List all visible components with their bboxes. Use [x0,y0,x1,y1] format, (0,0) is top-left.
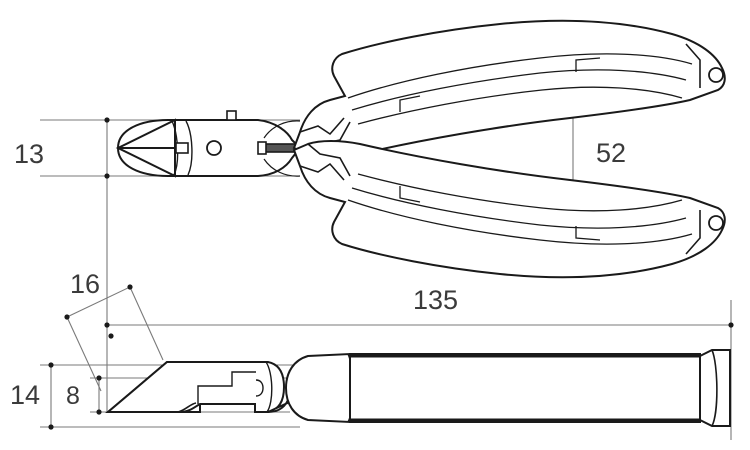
side-view-group [115,19,726,279]
jaw-body-top [105,361,286,413]
dot-13-bottom [104,173,110,179]
dimension-lines-group [40,27,732,440]
joint-arc-upper [263,120,301,139]
lower-handle-grip-step [399,186,421,203]
dim-label-8: 8 [66,382,80,410]
upper-handle-eyelet [708,67,724,83]
dim-label-13: 13 [14,139,44,169]
pivot-bolt-collar [257,141,267,155]
dot-13-top [104,117,110,123]
pivot-rivet-circle [206,140,222,156]
dot-8-bottom [96,409,102,415]
dim-label-14: 14 [10,380,40,410]
cutting-edge-notch [175,142,189,154]
jaw-pin-oval [255,379,264,397]
dot-14-top [48,362,54,368]
lower-handle-tip [685,210,701,255]
lower-handle-inner-line-3 [357,173,683,212]
lower-handle-collar [299,162,345,181]
lower-handle-collar-2 [307,143,351,177]
ext-line-16-b [129,286,164,361]
lower-handle-inner-line-1 [347,199,693,245]
jaw-seam-lower [185,120,193,176]
joint-arc-lower [263,158,301,177]
upper-handle-inner-line-2 [351,69,687,111]
dim-label-135: 135 [413,285,458,315]
spring-tab [226,110,237,121]
dimension-text-group: 13 52 135 16 14 8 [10,138,626,410]
dot-135-left [104,322,110,328]
handle-shaft [349,353,701,423]
dim-line-16 [66,286,131,318]
dot-8-top [96,375,102,381]
upper-handle-grip-step [399,95,421,112]
jaw-inner-step [197,371,256,404]
pivot-bolt-bar [261,143,299,153]
dim-label-52: 52 [596,138,626,168]
dim-label-16: 16 [70,269,100,299]
lower-handle-grip-step-2 [575,226,601,241]
ext-line-16-a [66,316,102,392]
jaw-grip-seam [265,361,273,413]
upper-handle-tip [685,43,701,88]
top-view-group [105,349,731,427]
dot-16-b [127,284,133,290]
lower-handle-eyelet [708,215,724,231]
dot-16-a [64,314,70,320]
lower-handle-inner-line-2 [351,187,687,229]
handle-end-cap-seam [711,349,718,427]
dot-16-mid [108,333,114,339]
upper-handle-inner-line-3 [357,86,683,125]
upper-handle-collar [299,117,345,136]
blade-lower-bump [177,402,197,413]
upper-handle-grip-step-2 [575,57,601,72]
dot-135-right [728,322,734,328]
upper-handle-outer [292,19,726,158]
lower-handle-outer [292,140,726,279]
grip-sleeve-outline [284,352,351,424]
dot-14-bottom [48,424,54,430]
upper-handle-inner-line-1 [347,53,693,99]
